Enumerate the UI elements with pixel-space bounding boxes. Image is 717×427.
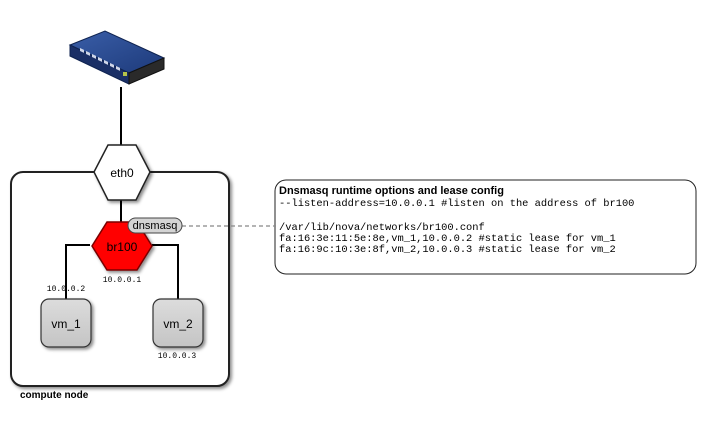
bridge-label: br100 (107, 240, 138, 254)
config-lines: --listen-address=10.0.0.1 #listen on the… (279, 198, 634, 256)
config-title: Dnsmasq runtime options and lease config (279, 185, 504, 197)
vm2-node: vm_2 10.0.0.3 (152, 298, 204, 361)
bridge-vm2-link (152, 244, 179, 299)
bridge-ip: 10.0.0.1 (103, 276, 142, 285)
dnsmasq-process: dnsmasq (127, 217, 183, 234)
network-switch-icon (68, 30, 166, 85)
config-line: --listen-address=10.0.0.1 #listen on the… (279, 198, 634, 210)
config-line: fa:16:3e:11:5e:8e,vm_1,10.0.0.2 #static … (279, 233, 616, 245)
dnsmasq-label: dnsmasq (133, 220, 178, 232)
eth0-interface: eth0 (93, 144, 151, 201)
vm2-ip: 10.0.0.3 (158, 352, 197, 361)
vm2-label: vm_2 (163, 317, 193, 331)
eth0-label: eth0 (110, 166, 134, 180)
vm1-ip: 10.0.0.2 (47, 285, 86, 294)
config-line: /var/lib/nova/networks/br100.conf (279, 222, 485, 234)
config-box (274, 179, 697, 275)
bridge-vm1-link (65, 244, 90, 299)
compute-node-label: compute node (20, 390, 89, 401)
config-line: fa:16:9c:10:3e:8f,vm_2,10.0.0.3 #static … (279, 244, 616, 256)
vm1-node: 10.0.0.2 vm_1 (40, 285, 92, 348)
vm1-label: vm_1 (51, 317, 81, 331)
